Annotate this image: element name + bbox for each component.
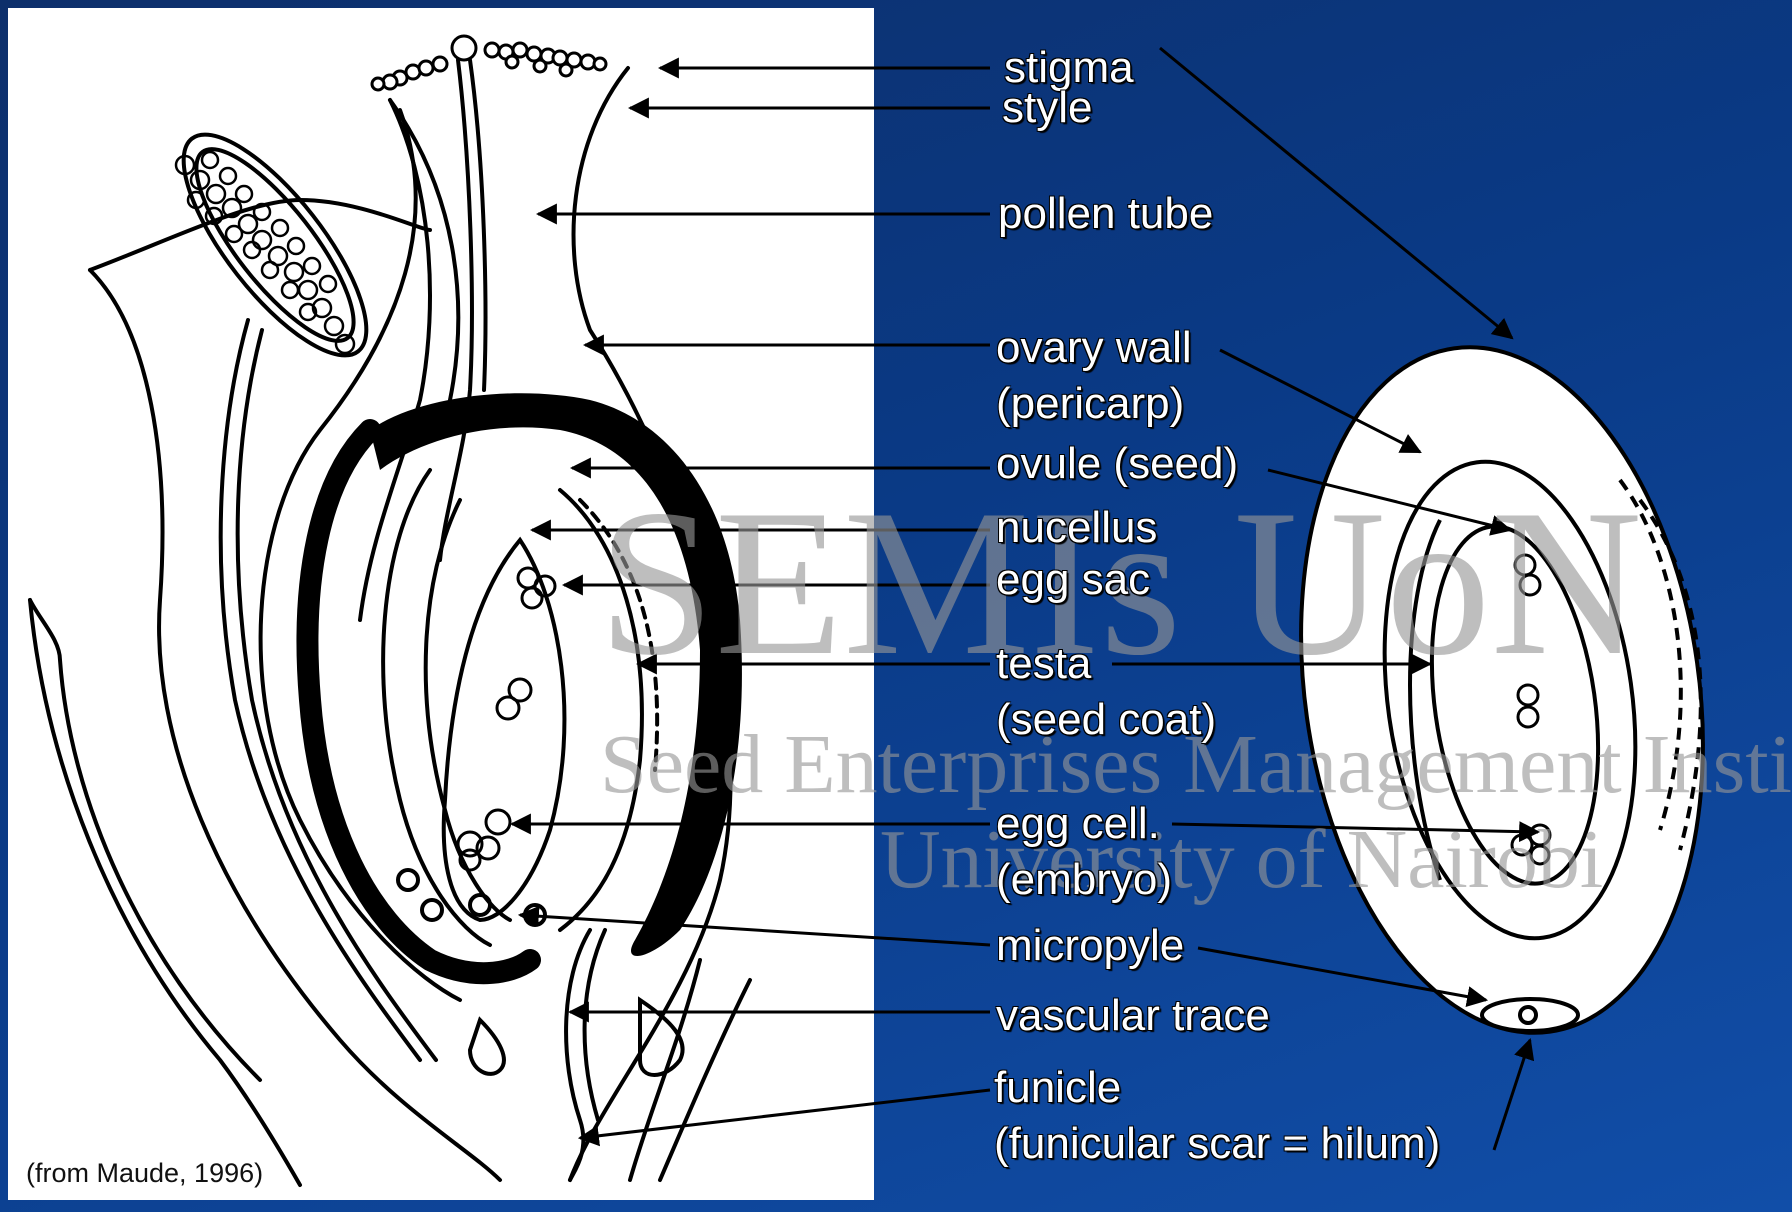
label-hilum: (funicular scar = hilum) [994, 1116, 1440, 1172]
stigma-granules [372, 36, 606, 90]
label-egg-sac: egg sac [996, 552, 1150, 608]
petal [90, 200, 430, 270]
source-credit: (from Maude, 1996) [26, 1158, 263, 1189]
watermark-line-2: University of Nairobi [880, 815, 1603, 905]
label-embryo: (embryo) [996, 852, 1172, 908]
label-funicle: funicle [994, 1060, 1121, 1116]
label-pollen-tube: pollen tube [998, 186, 1213, 242]
label-ovule: ovule (seed) [996, 436, 1238, 492]
label-seed-coat: (seed coat) [996, 692, 1216, 748]
label-pericarp: (pericarp) [996, 376, 1184, 432]
label-style: style [1002, 80, 1092, 136]
label-ovary-wall: ovary wall [996, 320, 1192, 376]
anther [154, 109, 396, 381]
pollen-tube [440, 60, 472, 560]
hilum [1482, 999, 1578, 1031]
label-vascular-trace: vascular trace [996, 988, 1270, 1044]
label-testa: testa [996, 636, 1091, 692]
label-egg-cell: egg cell. [996, 796, 1160, 852]
label-micropyle: micropyle [996, 918, 1184, 974]
style-tube [360, 100, 430, 620]
label-nucellus: nucellus [996, 500, 1157, 556]
